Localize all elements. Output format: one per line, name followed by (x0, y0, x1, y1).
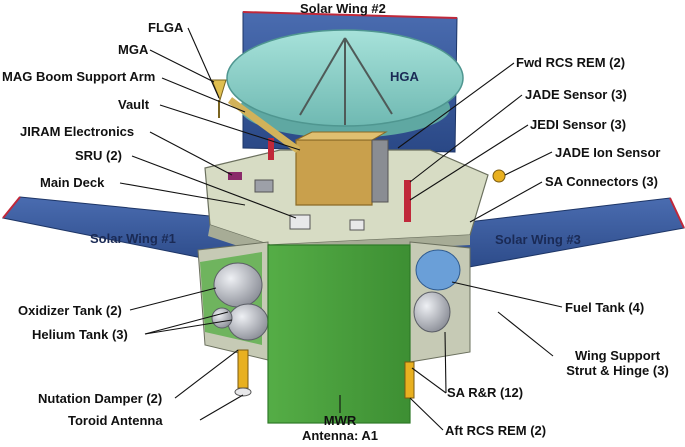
leader-flga (187, 27, 220, 99)
label-fwd-rcs: Fwd RCS REM (2) (516, 55, 626, 70)
solar-wing-3-edge (669, 197, 685, 229)
label-main-deck: Main Deck (40, 175, 105, 190)
leader-jade-sensor (409, 94, 523, 183)
label-oxidizer-tank: Oxidizer Tank (2) (18, 303, 122, 318)
leader-wing-support (497, 311, 554, 357)
label-aft-rcs: Aft RCS REM (2) (445, 423, 547, 438)
label-jiram: JIRAM Electronics (20, 124, 135, 139)
leader-mag-boom (161, 77, 246, 113)
solar-wing-1-edge (2, 196, 21, 219)
label-jade-sensor: JADE Sensor (3) (525, 87, 627, 102)
leader-aft-rcs (409, 397, 444, 431)
leader-nutation-damper (174, 349, 239, 399)
leader-toroid-antenna (199, 394, 244, 421)
mwr-antenna-panel (267, 244, 411, 424)
leader-jiram (149, 131, 233, 176)
solar-wing-2-edge (242, 11, 458, 19)
leader-fwd-rcs (397, 62, 515, 149)
leader-oxidizer-tank (129, 287, 217, 311)
leader-fuel-tank (451, 281, 563, 308)
label-mwr-line1: MWR (323, 413, 357, 428)
leader-sa-rr-1 (411, 367, 447, 394)
label-jade-ion: JADE Ion Sensor (555, 145, 661, 160)
hga-strut-1 (299, 37, 346, 116)
leader-sa-rr-2 (444, 331, 447, 394)
label-nutation-damper: Nutation Damper (2) (38, 391, 163, 406)
leader-main-deck (119, 182, 246, 206)
label-vault: Vault (118, 97, 150, 112)
vault-top (295, 131, 388, 141)
helium-tank-shape-1 (227, 303, 269, 341)
leader-vault (159, 104, 301, 151)
leader-jedi-sensor (409, 124, 529, 201)
label-wing-support-line2: Strut & Hinge (3) (566, 363, 669, 378)
leader-helium-tank-1 (144, 319, 233, 335)
label-flga: FLGA (148, 20, 184, 35)
leader-sa-connectors (469, 181, 543, 223)
leader-mga (149, 49, 215, 83)
fuel-tank-shape-1 (415, 249, 461, 291)
red-post-left (268, 138, 274, 160)
label-solar-wing-3: Solar Wing #3 (495, 232, 581, 247)
jade-ion-sensor-shape (492, 169, 506, 183)
toroid-antenna-shape (234, 387, 252, 397)
label-mag-boom: MAG Boom Support Arm (2, 69, 156, 84)
vault-radiator (371, 139, 389, 203)
leader-helium-tank-2 (144, 311, 229, 335)
label-helium-tank: Helium Tank (3) (32, 327, 128, 342)
helium-tank-shape-2 (211, 307, 233, 329)
deck-box-1 (254, 179, 274, 193)
label-sa-rr: SA R&R (12) (447, 385, 524, 400)
label-fuel-tank: Fuel Tank (4) (565, 300, 645, 315)
label-jedi-sensor: JEDI Sensor (3) (530, 117, 627, 132)
aft-rcs-left (237, 349, 249, 389)
leader-lines (119, 27, 563, 431)
label-sa-connectors: SA Connectors (3) (545, 174, 658, 189)
label-wing-support-line1: Wing Support (574, 348, 661, 363)
leader-sru (131, 155, 297, 219)
vault-box (295, 139, 373, 206)
hga-strut-2 (344, 37, 393, 115)
oxidizer-tank-shape (213, 262, 263, 308)
sru-box (289, 214, 311, 230)
label-wing-support: Wing Support Strut & Hinge (3) (550, 348, 685, 378)
fuel-tank-shape-2 (413, 291, 451, 333)
label-solar-wing-1: Solar Wing #1 (90, 231, 176, 246)
jedi-sensor-post (404, 180, 411, 222)
label-mwr: MWR Antenna: A1 (270, 413, 410, 443)
label-solar-wing-2: Solar Wing #2 (300, 1, 386, 16)
label-mwr-line2: Antenna: A1 (301, 428, 379, 443)
label-toroid-antenna: Toroid Antenna (68, 413, 163, 428)
label-mga: MGA (118, 42, 149, 57)
label-sru: SRU (2) (75, 148, 122, 163)
aft-rcs-right (404, 361, 415, 399)
deck-box-2 (349, 219, 365, 231)
label-hga: HGA (390, 69, 419, 84)
mag-boom-arm (227, 97, 301, 153)
jiram-box (228, 172, 242, 180)
leader-jade-ion (504, 151, 553, 176)
